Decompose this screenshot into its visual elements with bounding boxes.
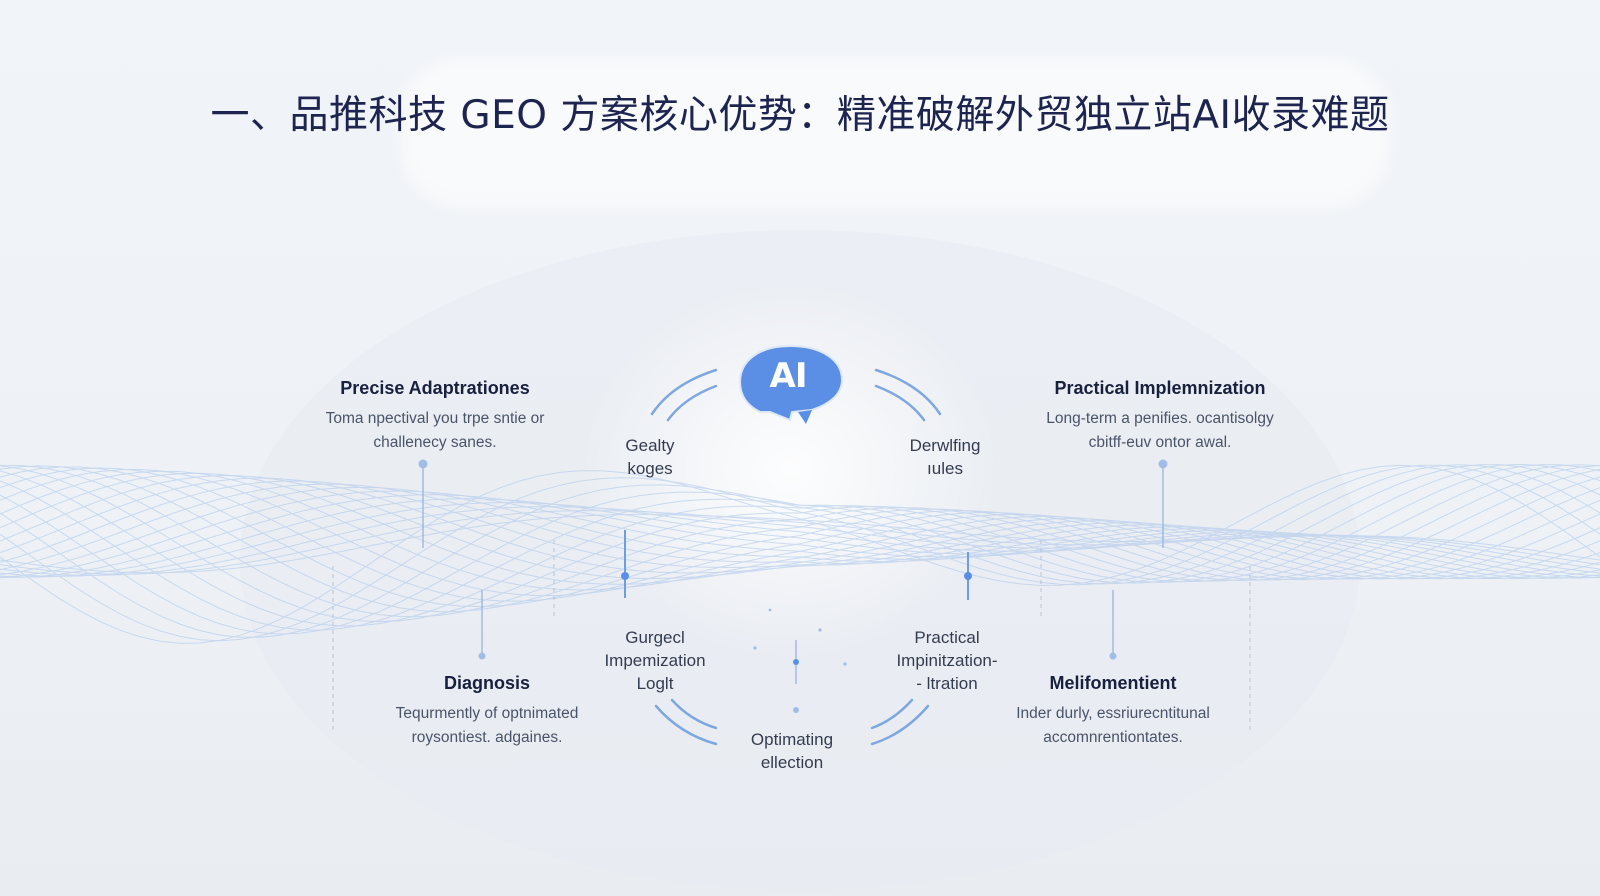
inner-label-top-left: Gealty koges: [625, 436, 675, 478]
inner-label-top-right: Derwlfing ıules: [909, 436, 981, 478]
arc-bottom-left-outer: [654, 704, 718, 746]
dashed-guides: [332, 540, 1251, 730]
title-highlight: [400, 58, 1390, 208]
wave-line: [0, 467, 1600, 602]
arc-top-right-outer: [874, 368, 942, 416]
center-glow: [580, 280, 1000, 660]
node-title-bottom-right: Melifomentient: [1049, 673, 1177, 693]
wave-line: [0, 466, 1600, 608]
wave-line: [0, 494, 1600, 579]
arc-top-left-inner: [666, 384, 718, 422]
node-title-top-left: Precise Adaptrationes: [340, 378, 530, 398]
wave-lines: [0, 463, 1600, 644]
node-desc-bottom-left: Tequrmently of optnimated roysontiest. a…: [395, 705, 579, 746]
wave-line: [0, 464, 1600, 627]
wave-line: [0, 464, 1600, 642]
arc-top-right-inner: [874, 384, 926, 422]
wave-line: [0, 474, 1600, 580]
arc-bottom-right-outer: [870, 704, 930, 746]
node-title-bottom-left: Diagnosis: [443, 673, 531, 693]
wave-line: [0, 464, 1600, 618]
wave-line: [0, 465, 1600, 613]
wave-line: [0, 464, 1600, 644]
wave-line: [0, 468, 1600, 597]
ai-speech-bubble-icon: [738, 344, 844, 424]
inner-label-bottom-left: Gurgecl Impemization Loglt: [604, 628, 706, 693]
wave-line: [0, 483, 1600, 580]
inner-label-bottom-right: Practical Impinitzation- - ltration: [896, 628, 998, 693]
inner-label-bottom-center: Optimating ellection: [750, 730, 834, 772]
wave-line: [0, 498, 1600, 578]
wave-line: [0, 472, 1600, 585]
node-title-top-right: Practical Implemnization: [1054, 378, 1266, 398]
arc-bottom-right-inner: [870, 698, 914, 730]
node-desc-bottom-right: Inder durly, essriurecntitunal accomnren…: [1016, 705, 1210, 746]
connector-dots: [418, 459, 1168, 713]
arc-bottom-left-inner: [670, 698, 718, 730]
wave-line: [0, 464, 1600, 638]
wave-line: [0, 470, 1600, 591]
connector-lines: [422, 464, 1164, 684]
orbit-arcs: [650, 368, 942, 746]
page-title: 一、品推科技 GEO 方案核心优势：精准破解外贸独立站AI收录难题: [210, 93, 1390, 138]
arc-top-left-outer: [650, 368, 718, 416]
ai-badge-label: AI: [769, 356, 808, 396]
node-desc-top-left: Toma npectival you trpe sntie or challen…: [325, 410, 545, 451]
wave-line: [0, 464, 1600, 635]
wave-line: [0, 464, 1600, 623]
node-desc-top-right: Long-term a penifies. ocantisolgy cbitff…: [1046, 410, 1274, 451]
